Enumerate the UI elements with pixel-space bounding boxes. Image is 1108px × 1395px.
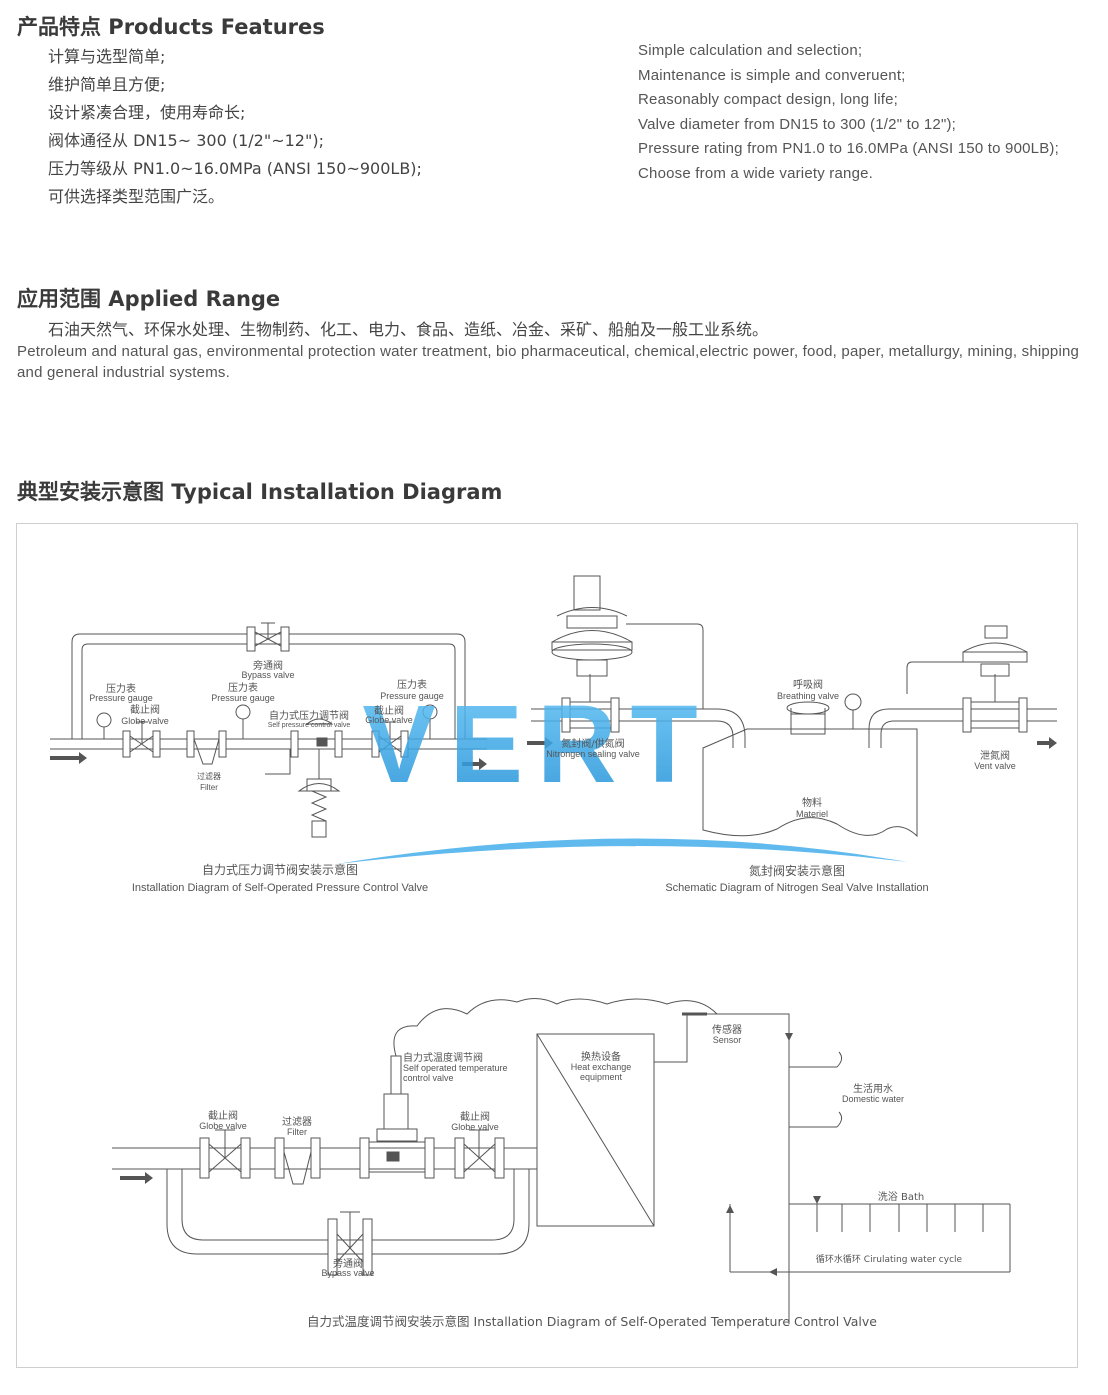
diagram-label: Nitrongen sealing valve [546, 749, 640, 759]
diagram-label: 自力式温度调节阀安装示意图 Installation Diagram of Se… [307, 1314, 877, 1329]
watermark-logo: VERT [337, 683, 907, 864]
diagram-label: 截止阀 [208, 1109, 238, 1122]
diagram-label: Globe valve [365, 715, 413, 725]
list-item: Pressure rating from PN1.0 to 16.0MPa (A… [638, 140, 1059, 158]
diagram-label: 自力式压力调节阀 [269, 709, 349, 722]
list-item: Simple calculation and selection; [638, 42, 863, 59]
diagram-label: Bypass valve [321, 1268, 374, 1278]
diagram-label: Filter [287, 1127, 307, 1137]
applied-range-heading: 应用范围 Applied Range [17, 287, 281, 311]
diagram-label: Self operated temperature [403, 1063, 508, 1073]
diagram-label: 截止阀 [460, 1110, 490, 1123]
diagram-label: 泄氮阀 [980, 749, 1010, 762]
installation-diagram: VERT 旁通阀 Bypass valve 压力表 Pressure gauge… [50, 575, 1057, 1329]
diagram-label: 呼吸阀 [793, 678, 823, 691]
diagram-label: 自力式温度调节阀 [403, 1051, 483, 1064]
diagram-label: 过滤器 [282, 1115, 312, 1128]
list-item: Valve diameter from DN15 to 300 (1/2" to… [638, 115, 957, 133]
diagram-label: Schematic Diagram of Nitrogen Seal Valve… [665, 882, 928, 894]
diagram-label: 压力表 [106, 682, 136, 695]
pressure-diagram [50, 622, 487, 838]
list-item: Choose from a wide variety range. [638, 164, 874, 182]
diagram-label: Vent valve [974, 761, 1016, 771]
diagram-label: Filter [200, 783, 218, 792]
diagram-label: Pressure gauge [380, 691, 444, 701]
list-item: 设计紧凑合理，使用寿命长; [48, 103, 246, 122]
diagram-label: 截止阀 [130, 703, 160, 716]
list-item: 可供选择类型范围广泛。 [48, 187, 225, 206]
nitrogen-diagram [531, 575, 1057, 838]
applied-range-en: Petroleum and natural gas, environmental… [17, 343, 1080, 381]
diagram-label: Breathing valve [777, 691, 839, 701]
diagram-label: 循环水循环 Cirulating water cycle [816, 1253, 963, 1265]
list-item: Maintenance is simple and converuent; [638, 66, 906, 84]
diagram-label: Globe valve [199, 1121, 247, 1131]
diagram-label: Installation Diagram of Self-Operated Pr… [132, 882, 428, 894]
installation-heading: 典型安装示意图 Typical Installation Diagram [17, 480, 503, 504]
installation-diagram-frame: VERT 旁通阀 Bypass valve 压力表 Pressure gauge… [16, 523, 1078, 1368]
diagram-label: 物料 [802, 796, 822, 809]
diagram-label: 压力表 [397, 678, 427, 691]
diagram-label: 传感器 [712, 1023, 742, 1036]
list-item: 阀体通径从 DN15~ 300 (1/2"~12"); [48, 131, 324, 150]
diagram-label: Globe valve [121, 716, 169, 726]
bypass-valve-1 [246, 622, 290, 652]
diagram-label: Sensor [713, 1035, 742, 1045]
diagram-label: 洗浴 Bath [878, 1191, 924, 1203]
diagram-label: 换热设备 [581, 1050, 621, 1063]
list-item: 维护简单且方便; [48, 75, 166, 94]
diagram-label: 旁通阀 [253, 659, 283, 672]
diagram-label: Materiel [796, 809, 828, 819]
diagram-label: 截止阀 [374, 704, 404, 717]
diagram-label: 氮封阀/供氮阀 [561, 737, 624, 750]
diagram-label: Bypass valve [241, 670, 294, 680]
diagram-label: Pressure gauge [211, 693, 275, 703]
diagram-label: Self pressure control valve [268, 722, 351, 729]
diagram-label: 压力表 [228, 681, 258, 694]
features-heading: 产品特点 Products Features [17, 15, 325, 39]
diagram-label: 自力式压力调节阀安装示意图 [202, 862, 358, 877]
features-en-list: Simple calculation and selection; Mainte… [638, 42, 1059, 190]
diagram-label: Globe valve [451, 1122, 499, 1132]
diagram-label: control valve [403, 1073, 454, 1083]
diagram-label: Heat exchange [571, 1062, 632, 1072]
applied-range-zh: 石油天然气、环保水处理、生物制药、化工、电力、食品、造纸、冶金、采矿、船舶及一般… [48, 320, 769, 339]
diagram-label: 氮封阀安装示意图 [749, 863, 845, 878]
features-zh-list: 计算与选型简单; 维护简单且方便; 设计紧凑合理，使用寿命长; 阀体通径从 DN… [48, 43, 422, 211]
temperature-diagram [112, 998, 1011, 1324]
list-item: 计算与选型简单; [48, 47, 166, 66]
list-item: Reasonably compact design, long life; [638, 91, 899, 109]
diagram-label: Domestic water [842, 1094, 904, 1104]
watermark-text: VERT [362, 683, 711, 806]
list-item: 压力等级从 PN1.0~16.0MPa (ANSI 150~900LB); [48, 159, 422, 178]
diagram-label: 过滤器 [197, 771, 221, 781]
diagram-label: Pressure gauge [89, 693, 153, 703]
diagram-label: 旁通阀 [333, 1257, 363, 1270]
diagram-label: 生活用水 [853, 1082, 893, 1095]
diagram-label: equipment [580, 1072, 623, 1082]
